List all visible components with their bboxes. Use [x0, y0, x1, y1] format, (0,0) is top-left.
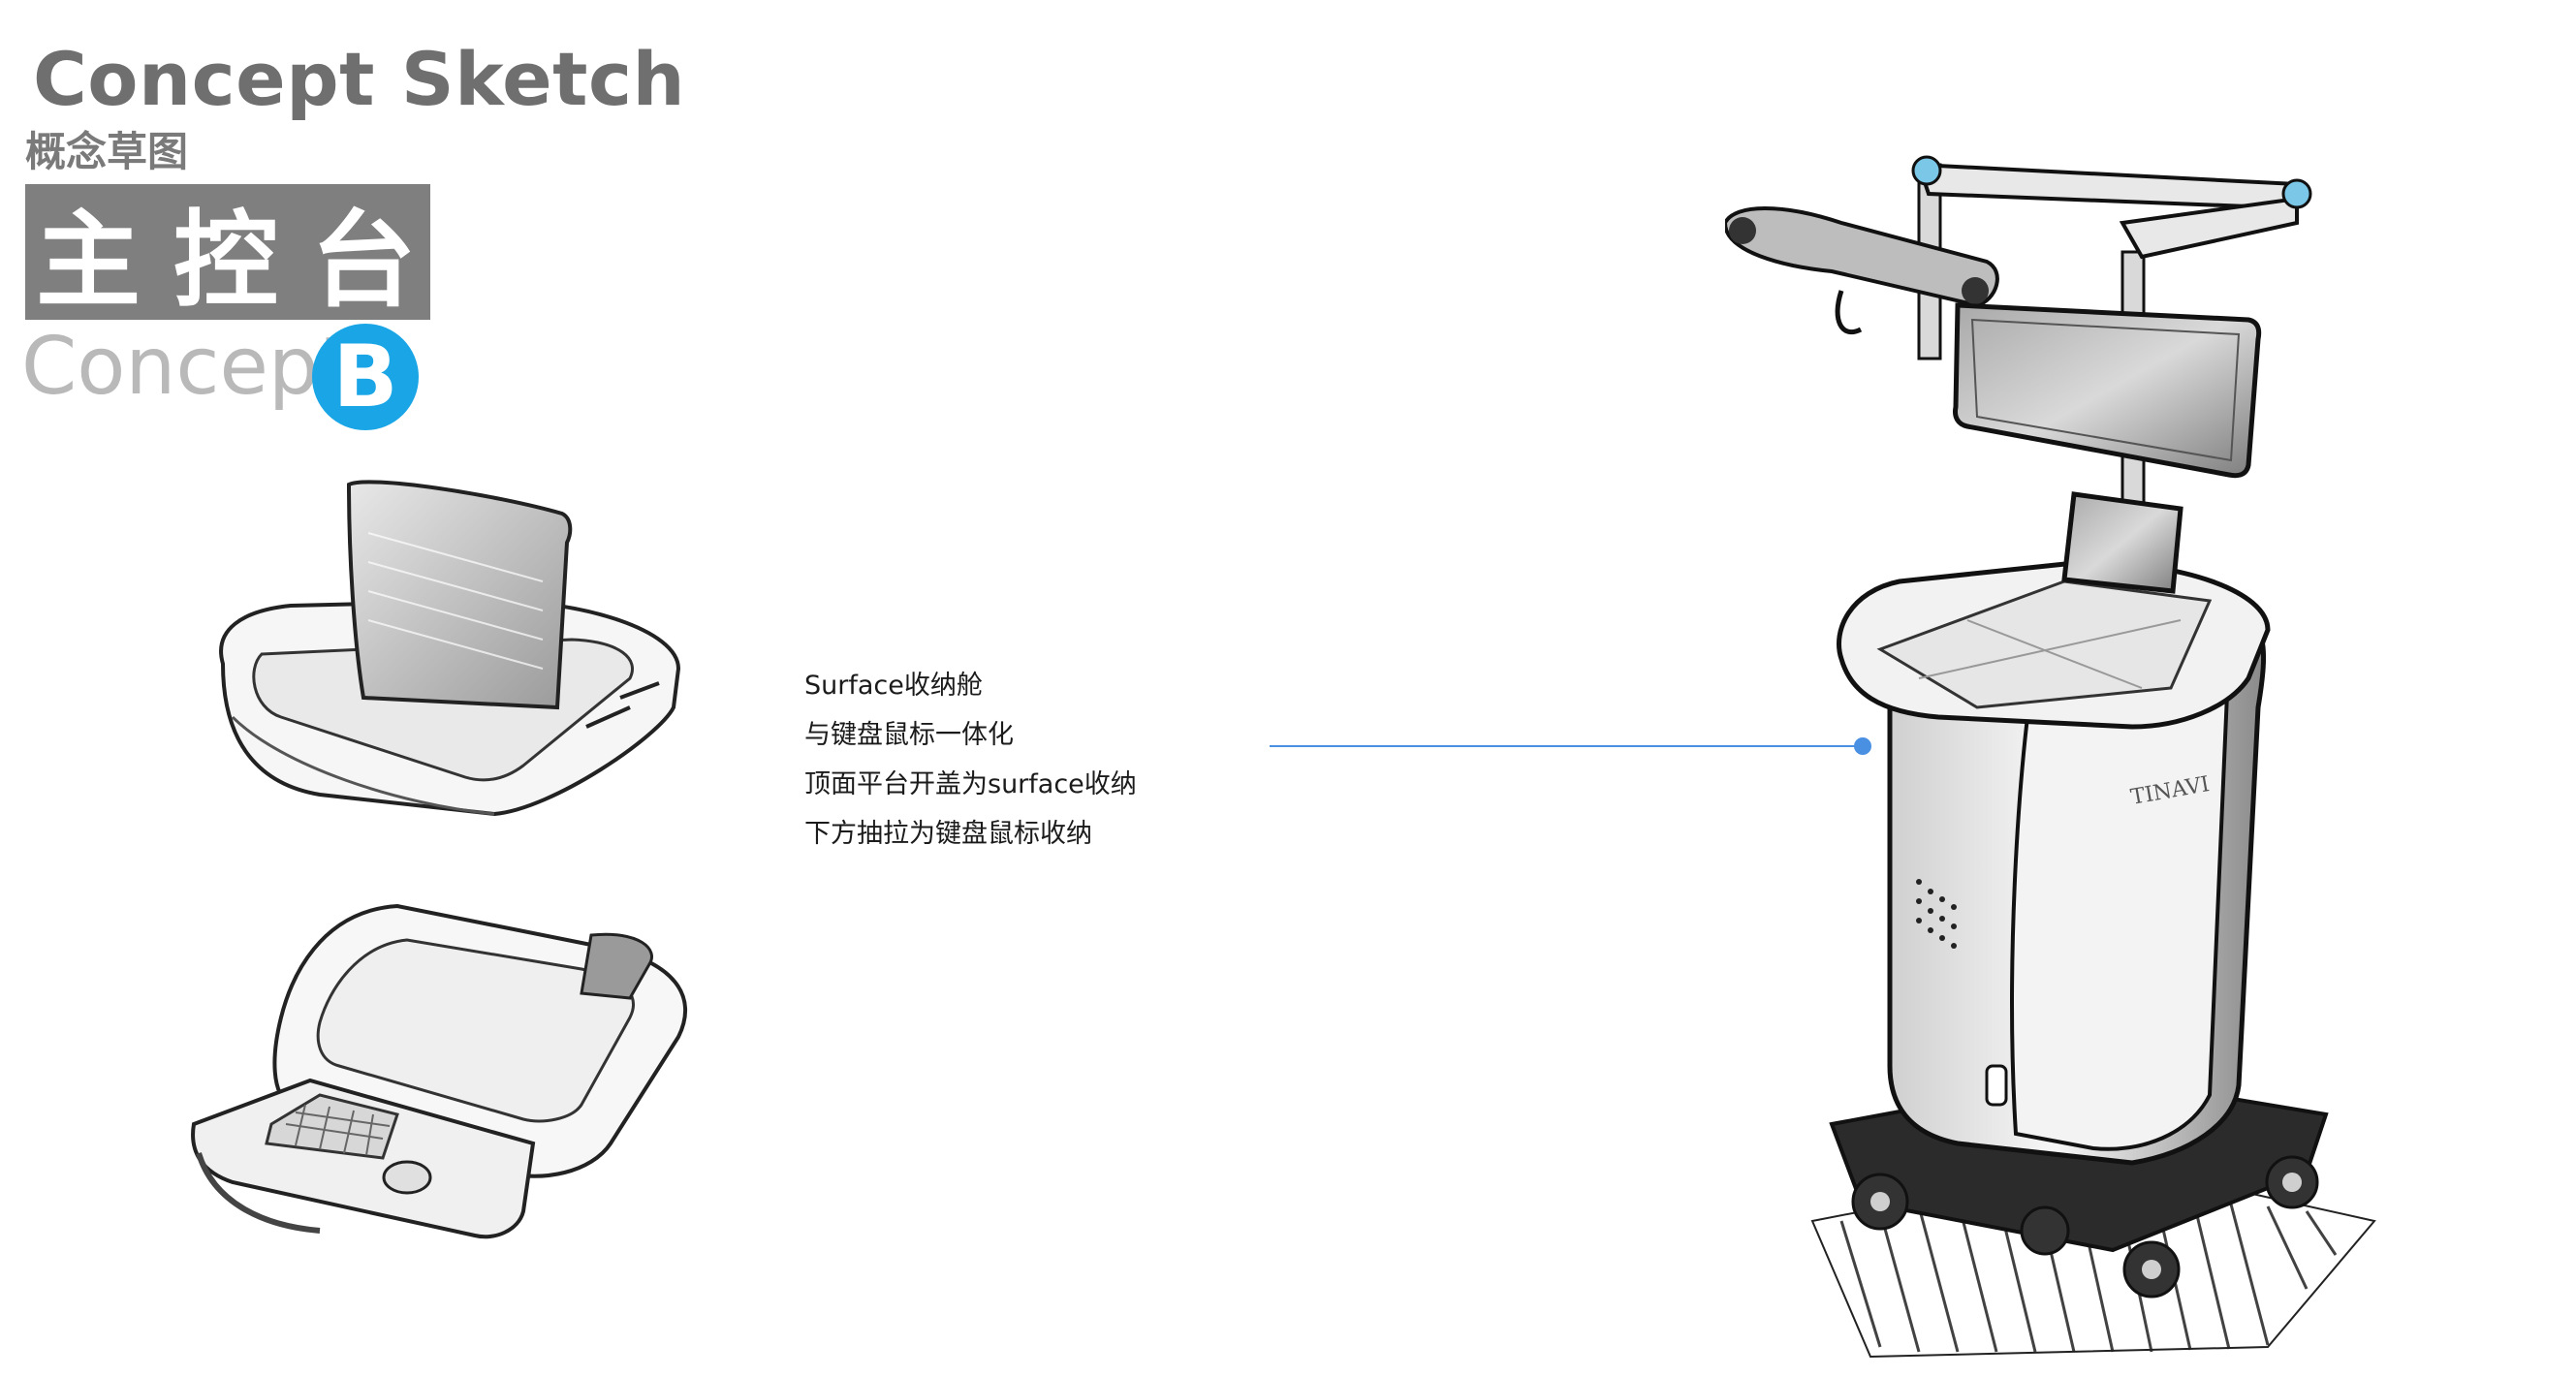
note-line-3: 顶面平台开盖为surface收纳 — [804, 769, 1137, 799]
concept-letter-badge: B — [312, 324, 419, 430]
concept-word: Concept — [21, 321, 351, 413]
leader-line — [1270, 737, 1871, 755]
title-en: Concept Sketch — [33, 36, 686, 122]
note-line-4: 下方抽拉为键盘鼠标收纳 — [804, 819, 1092, 849]
note-line-2: 与键盘鼠标一体化 — [804, 720, 1014, 750]
leader-dot — [1854, 737, 1871, 755]
note-line-1: Surface收纳舱 — [804, 671, 983, 701]
annotation-notes: Surface收纳舱 与键盘鼠标一体化 顶面平台开盖为surface收纳 下方抽… — [804, 661, 1137, 859]
console-cart-sketch: TINAVI — [1725, 155, 2376, 1359]
tablet-tray-sketch — [219, 480, 681, 817]
section-badge: 主控台 — [25, 184, 450, 322]
title-zh: 概念草图 — [25, 128, 189, 175]
section-label: 主控台 — [36, 201, 450, 322]
keyboard-drawer-sketch — [191, 903, 688, 1239]
